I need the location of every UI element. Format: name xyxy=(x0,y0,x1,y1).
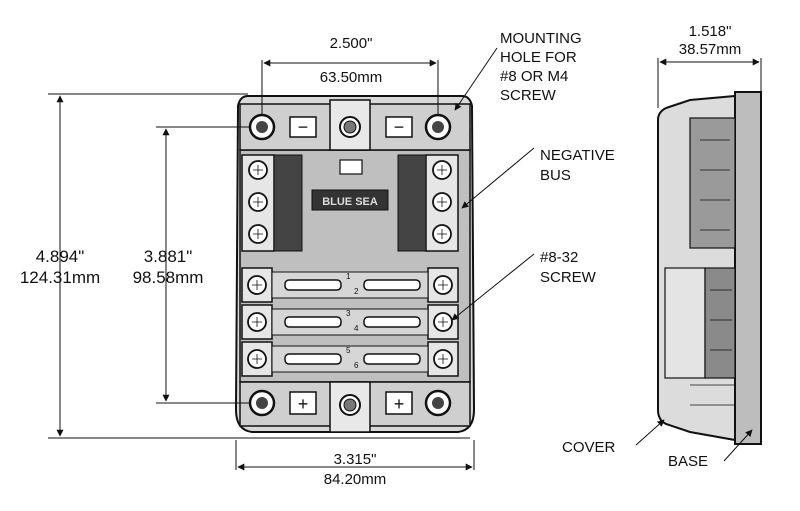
svg-text:MOUNTING: MOUNTING xyxy=(500,30,582,47)
mounting-hole-top-left xyxy=(248,113,276,141)
hole-spacing-mm: 98.58mm xyxy=(133,268,204,287)
svg-text:#8-32: #8-32 xyxy=(540,249,578,266)
svg-text:HOLE FOR: HOLE FOR xyxy=(500,49,577,66)
svg-text:BUS: BUS xyxy=(540,167,571,184)
svg-text:SCREW: SCREW xyxy=(540,269,597,286)
fuse-row-2 xyxy=(241,304,459,340)
mounting-hole-bottom-left xyxy=(248,389,276,417)
fuse-number-6: 6 xyxy=(354,361,359,370)
top-width-inches: 2.500" xyxy=(330,35,373,52)
negative-bus-callout: NEGATIVE BUS xyxy=(540,147,615,184)
positive-symbol-left: + xyxy=(298,394,309,414)
negative-symbol-left: − xyxy=(298,117,309,137)
total-height-inches: 4.894" xyxy=(36,247,85,266)
side-depth-mm: 38.57mm xyxy=(679,41,742,58)
top-width-mm: 63.50mm xyxy=(320,69,383,86)
side-view xyxy=(657,91,762,445)
hole-spacing-inches: 3.881" xyxy=(144,247,193,266)
fuse-number-5: 5 xyxy=(346,346,351,355)
fuse-row-3 xyxy=(241,341,459,377)
fuse-row-1 xyxy=(241,267,459,303)
fuse-number-2: 2 xyxy=(354,287,359,296)
front-view: − − + + BLUE SEA xyxy=(234,95,476,433)
side-depth-inches: 1.518" xyxy=(689,23,732,40)
fuse-number-1: 1 xyxy=(346,272,351,281)
base-width-mm: 84.20mm xyxy=(324,471,387,488)
mounting-hole-top-right xyxy=(424,113,452,141)
base-label: BASE xyxy=(668,453,708,470)
negative-symbol-right: − xyxy=(394,117,405,137)
dimension-lines xyxy=(48,47,762,471)
fuse-number-4: 4 xyxy=(354,324,359,333)
svg-text:SCREW: SCREW xyxy=(500,87,557,104)
cover-label: COVER xyxy=(562,439,616,456)
total-height-mm: 124.31mm xyxy=(20,268,100,287)
svg-text:NEGATIVE: NEGATIVE xyxy=(540,147,615,164)
screw-callout: #8-32 SCREW xyxy=(540,249,597,286)
base-width-inches: 3.315" xyxy=(334,451,377,468)
mounting-hole-bottom-right xyxy=(424,389,452,417)
svg-text:#8 OR M4: #8 OR M4 xyxy=(500,68,568,85)
side-base xyxy=(734,91,762,445)
positive-symbol-right: + xyxy=(394,394,405,414)
mounting-hole-callout: MOUNTING HOLE FOR #8 OR M4 SCREW xyxy=(500,30,582,104)
brand-text: BLUE SEA xyxy=(322,196,378,208)
fuse-number-3: 3 xyxy=(346,309,351,318)
